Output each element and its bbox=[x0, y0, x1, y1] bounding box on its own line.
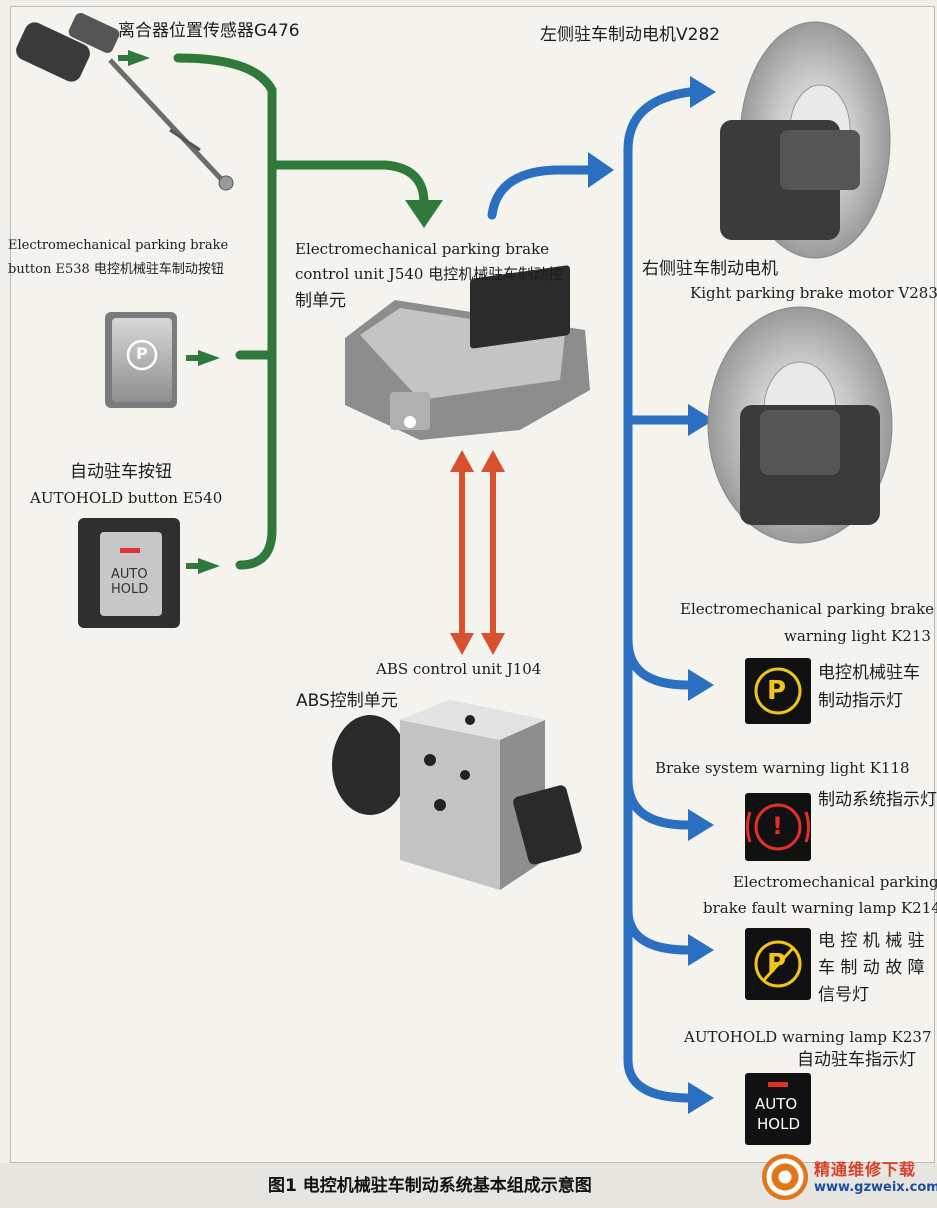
input-arrowheads bbox=[118, 50, 443, 574]
lamp-k118-exclamation-icon: ! bbox=[772, 812, 783, 840]
k213-label-zh-2: 制动指示灯 bbox=[818, 691, 903, 711]
epb-button-p-symbol: P bbox=[136, 344, 148, 363]
k214-label-zh-3: 信号灯 bbox=[818, 985, 869, 1005]
autohold-button-label-en: AUTOHOLD button E540 bbox=[30, 489, 223, 507]
lamp-k214-p-icon: P bbox=[767, 949, 787, 979]
k118-label-en: Brake system warning light K118 bbox=[655, 759, 910, 777]
right-motor-image bbox=[707, 306, 893, 544]
watermark-logo-icon bbox=[762, 1154, 808, 1200]
k214-label-en-2: brake fault warning lamp K214 bbox=[703, 899, 937, 917]
k213-label-en-1: Electromechanical parking brake bbox=[680, 600, 935, 618]
k213-label-en-2: warning light K213 bbox=[784, 627, 931, 645]
clutch-sensor-image bbox=[16, 13, 234, 191]
k118-label-zh: 制动系统指示灯 bbox=[818, 790, 937, 810]
right-motor-label-zh: 右侧驻车制动电机 bbox=[642, 259, 778, 279]
lamp-k214-image bbox=[745, 928, 811, 1000]
bus-arrows bbox=[450, 450, 505, 655]
input-flow-lines bbox=[173, 53, 429, 570]
control-unit-label-en: Electromechanical parking brake bbox=[295, 240, 550, 258]
control-unit-image bbox=[345, 265, 590, 440]
abs-unit-label-en: ABS control unit J104 bbox=[376, 660, 542, 678]
watermark: 精通维修下载 www.gzweix.com bbox=[762, 1150, 937, 1208]
k213-label-zh-1: 电控机械驻车 bbox=[818, 663, 920, 683]
lamp-k213-image bbox=[745, 658, 811, 724]
right-motor-label-en: Kight parking brake motor V283 bbox=[690, 284, 937, 302]
k214-label-zh-1: 电 控 机 械 驻 bbox=[818, 931, 925, 951]
output-arrowheads bbox=[588, 76, 716, 1114]
k214-label-en-1: Electromechanical parking bbox=[733, 873, 937, 891]
epb-button-label-en: Electromechanical parking brake bbox=[8, 238, 229, 253]
lamp-k118-image bbox=[745, 793, 811, 861]
k237-label-zh: 自动驻车指示灯 bbox=[797, 1050, 916, 1070]
epb-button-image bbox=[105, 312, 177, 408]
control-unit-label-zh: 制单元 bbox=[295, 291, 346, 311]
output-flow-lines bbox=[487, 87, 695, 1103]
figure-caption: 图1 电控机械驻车制动系统基本组成示意图 bbox=[268, 1176, 592, 1196]
watermark-url: www.gzweix.com bbox=[814, 1180, 937, 1195]
lamp-k213-p-icon: P bbox=[767, 676, 787, 706]
lamp-k237-image bbox=[745, 1073, 811, 1145]
watermark-name: 精通维修下载 bbox=[814, 1160, 917, 1179]
autohold-button-image bbox=[78, 518, 180, 628]
epb-button-label-zh: button E538 电控机械驻车制动按钮 bbox=[8, 262, 224, 277]
abs-unit-image bbox=[332, 700, 582, 890]
k237-label-en: AUTOHOLD warning lamp K237 bbox=[684, 1028, 932, 1046]
left-motor-label: 左侧驻车制动电机V282 bbox=[540, 25, 721, 45]
left-motor-image bbox=[720, 21, 891, 259]
abs-unit-label-zh: ABS控制单元 bbox=[296, 691, 398, 711]
k214-label-zh-2: 车 制 动 故 障 bbox=[818, 958, 925, 978]
autohold-button-text-1: AUTO bbox=[111, 567, 148, 582]
clutch-sensor-label: 离合器位置传感器G476 bbox=[118, 21, 300, 41]
lamp-k237-text-1: AUTO bbox=[755, 1095, 798, 1113]
lamp-k237-text-2: HOLD bbox=[757, 1115, 800, 1133]
control-unit-label-en-zh: control unit J540 电控机械驻车制动控 bbox=[295, 265, 564, 283]
autohold-button-text-2: HOLD bbox=[111, 582, 149, 597]
autohold-button-label-zh: 自动驻车按钮 bbox=[70, 462, 172, 482]
